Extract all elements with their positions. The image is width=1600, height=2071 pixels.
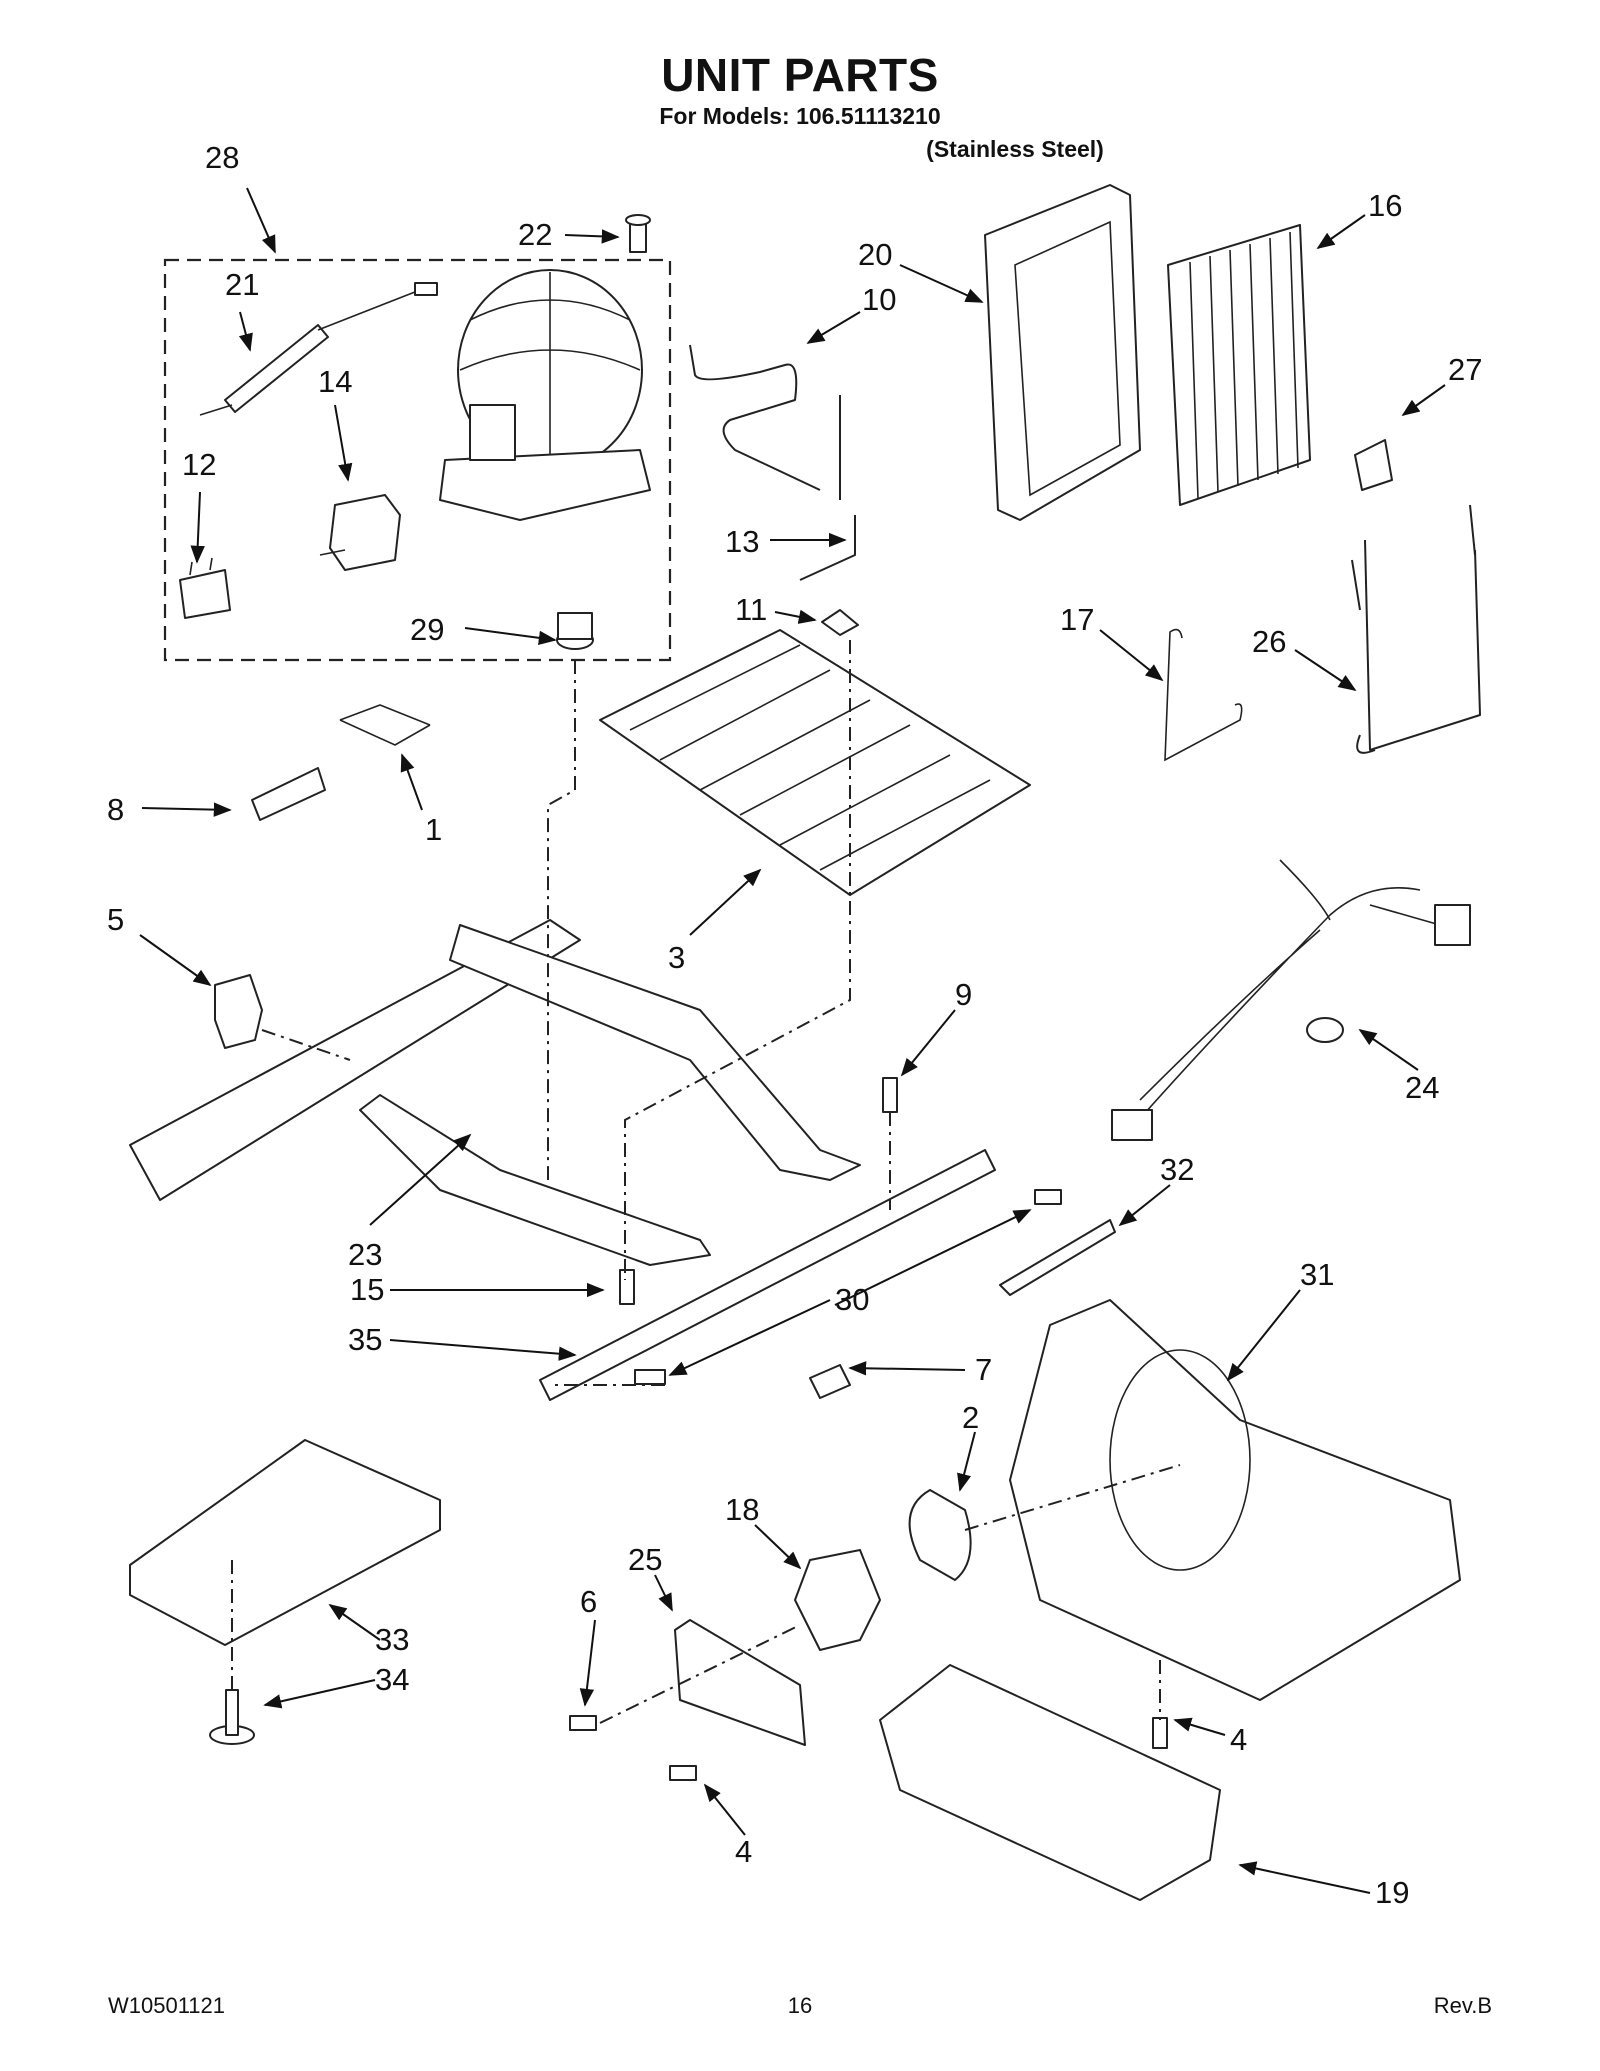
fan-blade-illustration: [908, 1489, 972, 1581]
callout-number: 11: [735, 592, 767, 627]
callout-number: 19: [1375, 1875, 1409, 1910]
revision-label: Rev.B: [1433, 1993, 1492, 2018]
callout-number: 33: [375, 1622, 409, 1657]
compressor-illustration: [439, 269, 651, 521]
callout-number: 32: [1160, 1152, 1194, 1187]
bracket-illustration: [674, 1619, 806, 1746]
callout-number: 15: [350, 1272, 384, 1307]
callout-labels: 28 22 21 14 12 29 20 10 16 27 13 11 17 2…: [107, 140, 1482, 1910]
callout-number: 23: [348, 1237, 382, 1272]
callout-number: 5: [107, 902, 124, 937]
callout-number: 2: [962, 1400, 979, 1435]
tube-illustration: [251, 767, 326, 821]
drain-pan-illustration: [879, 1664, 1221, 1901]
callout-number: 25: [628, 1542, 662, 1577]
callout-arrows: [139, 187, 1446, 1894]
tie-illustration: [999, 1219, 1116, 1296]
overload-illustration: [179, 557, 231, 619]
wire-illustration: [1164, 628, 1243, 762]
assembly-lines: [231, 640, 1181, 1724]
callout-number: 18: [725, 1492, 759, 1527]
callout-number: 35: [348, 1322, 382, 1357]
bracket-illustration: [339, 704, 431, 746]
callout-number: 12: [182, 447, 216, 482]
callout-number: 1: [425, 812, 442, 847]
callout-number: 10: [862, 282, 896, 317]
model-variant: (Stainless Steel): [926, 136, 1104, 162]
condenser-illustration: [599, 629, 1031, 896]
shroud-illustration: [984, 184, 1141, 521]
callout-number: 21: [225, 267, 259, 302]
base-frame-illustration: [129, 919, 861, 1266]
page-title: UNIT PARTS: [661, 49, 939, 101]
callout-number: 8: [107, 792, 124, 827]
callout-number: 34: [375, 1662, 409, 1697]
tube-assembly-illustration: [1351, 504, 1481, 754]
tube-illustration: [689, 344, 841, 500]
tube-illustration: [799, 515, 856, 581]
callout-number: 4: [735, 1834, 752, 1869]
callout-number: 14: [318, 364, 352, 399]
screw-illustration: [619, 1077, 1062, 1385]
fan-motor-illustration: [794, 1549, 881, 1651]
callout-number: 9: [955, 977, 972, 1012]
callout-number: 6: [580, 1584, 597, 1619]
bracket-illustration: [1354, 439, 1393, 491]
clip-illustration: [214, 974, 263, 1049]
callout-number: 31: [1300, 1257, 1334, 1292]
foot-illustration: [209, 1689, 255, 1745]
callout-number: 17: [1060, 602, 1094, 637]
screw-illustration: [569, 1715, 1168, 1781]
callout-number: 16: [1368, 188, 1402, 223]
base-pan-illustration: [1009, 1299, 1461, 1701]
clip-illustration: [821, 609, 859, 636]
bolt-illustration: [625, 214, 651, 253]
grommet-illustration: [556, 612, 594, 650]
cover-illustration: [129, 1439, 441, 1646]
callout-number: 7: [975, 1352, 992, 1387]
callout-number: 24: [1405, 1070, 1439, 1105]
callout-number: 13: [725, 524, 759, 559]
callout-number: 28: [205, 140, 239, 175]
models-line: For Models: 106.51113210: [659, 103, 941, 129]
document-number: W10501121: [108, 1993, 226, 2018]
evaporator-illustration: [1167, 224, 1311, 506]
page-number: 16: [787, 1993, 813, 2018]
wiring-harness-illustration: [1111, 859, 1471, 1141]
drier-illustration: [199, 282, 438, 416]
rail-illustration: [539, 1149, 996, 1401]
callout-number: 20: [858, 237, 892, 272]
callout-number: 4: [1230, 1722, 1247, 1757]
fitting-illustration: [809, 1364, 851, 1399]
compressor-assembly-box: [163, 258, 672, 662]
relay-illustration: [319, 494, 401, 571]
callout-number: 3: [668, 940, 685, 975]
callout-number: 22: [518, 217, 552, 252]
callout-number: 26: [1252, 624, 1286, 659]
callout-number: 29: [410, 612, 444, 647]
callout-number: 27: [1448, 352, 1482, 387]
callout-number: 30: [835, 1282, 869, 1317]
